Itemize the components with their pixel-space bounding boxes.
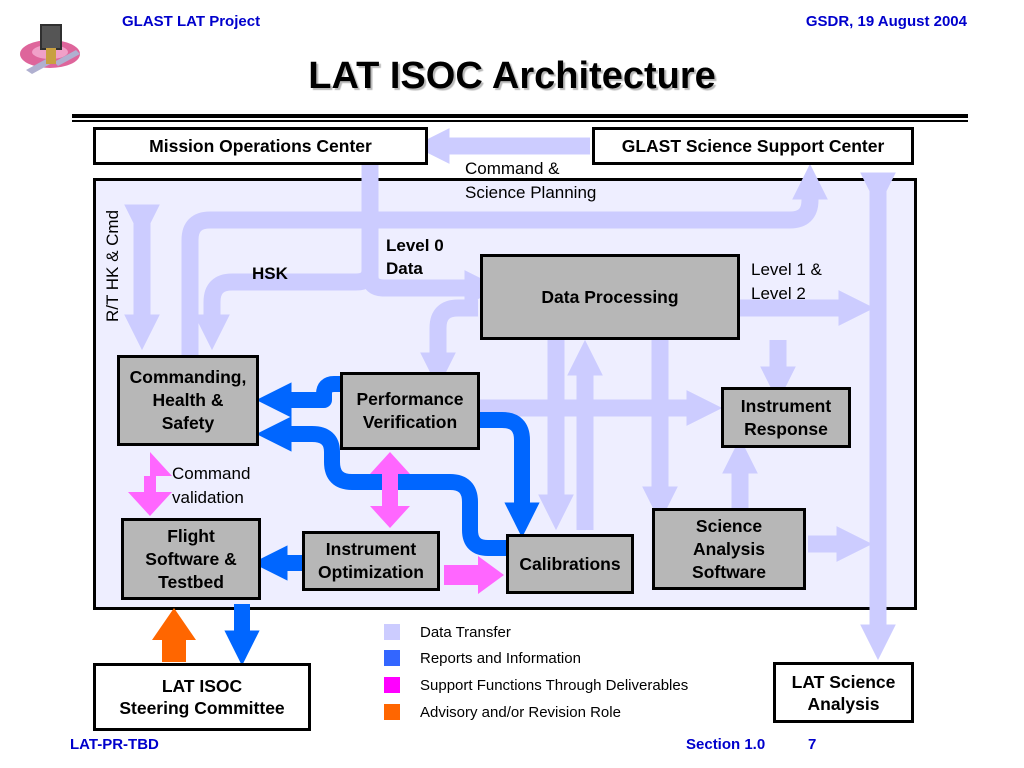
steering-committee-box: LAT ISOC Steering Committee: [93, 663, 311, 731]
page-number: 7: [808, 736, 817, 753]
legend-swatch-advisory: [384, 704, 400, 720]
calibrations-box: Calibrations: [506, 534, 634, 594]
arrow-perf-calib-support: [370, 452, 410, 528]
project-name: GLAST LAT Project: [122, 13, 261, 30]
lat-science-analysis-box: LAT Science Analysis: [773, 662, 914, 723]
instrument-optimization-box: Instrument Optimization: [302, 531, 440, 591]
arrow-hsk: [194, 269, 379, 351]
performance-verification-box: Performance Verification: [340, 372, 480, 450]
title-rule-thick: [72, 114, 968, 118]
legend-label-data-transfer: Data Transfer: [420, 624, 511, 641]
commanding-health-safety-box: Commanding, Health & Safety: [117, 355, 259, 446]
arrow-commanding-to-gssc: [181, 163, 828, 356]
section-number: Section 1.0: [686, 736, 766, 753]
data-processing-box: Data Processing: [480, 254, 740, 340]
science-analysis-software-box: Science Analysis Software: [652, 508, 806, 590]
review-date: GSDR, 19 August 2004: [805, 13, 967, 30]
arrow-perf-to-calib: [480, 412, 540, 538]
level0-data-label: Level 0 Data: [386, 236, 444, 278]
arrow-dp-to-perf: [420, 299, 478, 389]
page-title: LAT ISOC Architecture: [308, 55, 716, 97]
mission-operations-center-box: Mission Operations Center: [93, 127, 428, 165]
legend-swatch-data-transfer: [384, 624, 400, 640]
arrow-iopt-to-calib: [444, 556, 504, 594]
instrument-response-box: Instrument Response: [721, 387, 851, 448]
hsk-label: HSK: [252, 264, 288, 283]
flight-software-testbed-box: Flight Software & Testbed: [121, 518, 261, 600]
satellite-logo-icon: [18, 18, 88, 80]
rt-hk-cmd-label: R/T HK & Cmd: [103, 209, 122, 323]
legend-label-support: Support Functions Through Deliverables: [420, 677, 689, 694]
arrow-committee-to-fsw: [152, 608, 196, 662]
arrow-calib-to-commanding: [256, 416, 510, 556]
arrow-perf-to-commanding: [256, 376, 342, 418]
level1-level2-label: Level 1 & Level 2: [751, 260, 822, 303]
gssc-box: GLAST Science Support Center: [592, 127, 914, 165]
legend-label-advisory: Advisory and/or Revision Role: [420, 704, 621, 721]
legend-swatch-reports: [384, 650, 400, 666]
command-science-planning-label: Command & Science Planning: [465, 159, 597, 202]
legend-label-reports: Reports and Information: [420, 650, 581, 667]
command-validation-label: Command validation: [172, 464, 251, 507]
arrow-command-validation: [128, 452, 172, 516]
legend-swatch-support: [384, 677, 400, 693]
document-id: LAT-PR-TBD: [70, 736, 159, 753]
title-rule-thin: [72, 120, 968, 122]
